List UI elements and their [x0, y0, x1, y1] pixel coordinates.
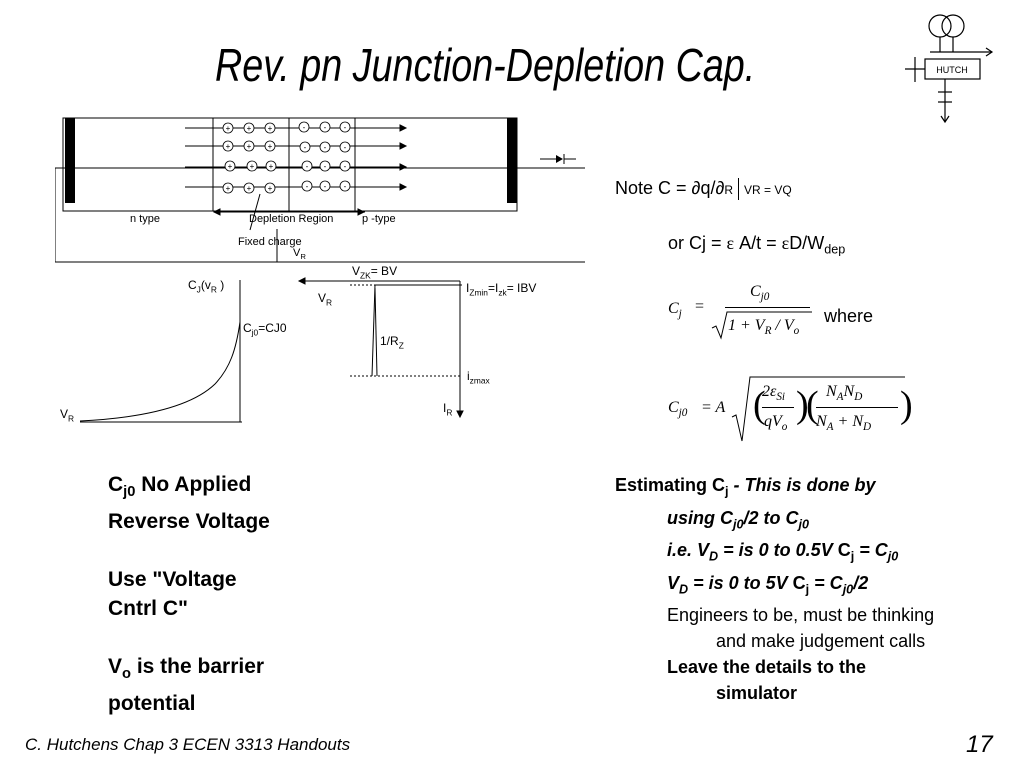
minus-charge: -	[303, 123, 306, 132]
left-line-5: Vo is the barrier	[108, 655, 265, 683]
izmax-label: izmax	[467, 369, 490, 386]
minus-charge: -	[324, 182, 327, 191]
n-type-label: n type	[130, 213, 160, 225]
minus-charge: -	[344, 123, 347, 132]
left-line-1: Cj0 No Applied	[108, 473, 252, 501]
plus-charge: +	[250, 162, 255, 171]
pn-junction-diagram: + + + + + + + + + + + + - - - - - - - - …	[55, 117, 585, 263]
zener-graph	[297, 277, 464, 419]
where-label: where	[824, 306, 874, 326]
right-line-1: Estimating Cj - This is done by	[615, 475, 876, 499]
right-notes: Estimating Cj - This is done by using Cj…	[615, 472, 1015, 706]
plus-charge: +	[228, 162, 233, 171]
formula-cj: Cj = Cj0 1 + VR / Vo	[668, 283, 828, 343]
formula-cj-eq: =	[695, 298, 705, 315]
izmin-label: IZmin=Izk= IBV	[466, 281, 537, 298]
plus-charge: +	[226, 142, 231, 151]
page-number: 17	[966, 731, 993, 758]
fixed-charge-label: Fixed charge	[238, 236, 302, 248]
left-line-3: Use "Voltage	[108, 568, 237, 592]
ir-label: IR	[443, 401, 453, 418]
right-line-8: simulator	[716, 683, 798, 704]
p-contact	[507, 118, 517, 203]
formula-cj-den: 1 + VR / Vo	[728, 317, 800, 338]
note-line-2: or Cj = ε A/t = εD/Wdep	[668, 233, 846, 257]
left-line-4: Cntrl C"	[108, 597, 188, 621]
formula-cj-lhs: Cj	[668, 300, 682, 321]
plus-charge: +	[268, 124, 273, 133]
minus-charge: -	[324, 143, 327, 152]
right-line-5: Engineers to be, must be thinking	[667, 605, 935, 626]
right-line-7: Leave the details to the	[667, 657, 867, 678]
logo-text: HUTCH	[936, 65, 968, 75]
minus-charge: -	[304, 143, 307, 152]
n-contact	[65, 118, 75, 203]
formula-cj-num: Cj0	[750, 283, 770, 304]
right-line-2: using Cj0/2 to Cj0	[667, 507, 810, 532]
minus-charge: -	[306, 182, 309, 191]
minus-charge: -	[344, 162, 347, 171]
footer-text: C. Hutchens Chap 3 ECEN 3313 Handouts	[25, 735, 351, 754]
vzk-label: VZK= BV	[352, 264, 398, 281]
zener-vr-label: VR	[318, 291, 333, 308]
hutch-logo: HUTCH	[905, 14, 994, 124]
capacitance-graph	[79, 280, 242, 423]
f1-den: qVo	[764, 413, 788, 434]
f2-den: NA + ND	[816, 413, 872, 434]
plus-charge: +	[247, 184, 252, 193]
plus-charge: +	[268, 184, 273, 193]
formula-cj0-eq: = A	[701, 399, 726, 416]
plus-charge: +	[226, 124, 231, 133]
left-line-6: potential	[108, 692, 196, 716]
minus-charge: -	[344, 182, 347, 191]
f1-num: 2εSi	[762, 383, 786, 404]
minus-charge: -	[344, 143, 347, 152]
bias-arrow-icon	[540, 154, 576, 164]
plus-charge: +	[247, 142, 252, 151]
cj0-label: Cj0=CJ0	[243, 321, 287, 338]
minus-charge: -	[324, 162, 327, 171]
minus-charge: -	[324, 123, 327, 132]
cj-axis-label: CJ(vR )	[188, 278, 225, 295]
plus-charge: +	[268, 142, 273, 151]
left-notes: Cj0 No Applied Reverse Voltage Use "Volt…	[108, 470, 328, 718]
minus-charge: -	[306, 162, 309, 171]
right-line-6: and make judgement calls	[716, 631, 926, 652]
slope-label: 1/RZ	[380, 334, 404, 351]
right-line-3: i.e. VD = is 0 to 0.5V Cj = Cj0	[667, 540, 899, 564]
depletion-region-label: Depletion Region	[249, 213, 334, 225]
plus-charge: +	[269, 162, 274, 171]
right-line-4: VD = is 0 to 5V Cj = Cj0/2	[667, 572, 869, 597]
capacitance-curve	[79, 321, 241, 422]
left-line-2: Reverse Voltage	[108, 510, 270, 534]
vr-axis-label: VR	[60, 407, 75, 424]
p-type-label: p -type	[362, 213, 396, 225]
f2-num: NAND	[826, 383, 863, 404]
formula-cj0: Cj0 = A ( 2εSi qVo ) ( NAND NA + ND )	[668, 375, 913, 443]
plus-charge: +	[226, 184, 231, 193]
vr-small-label: VR	[293, 247, 306, 262]
formula-cj0-lhs: Cj0	[668, 399, 688, 420]
plus-charge: +	[247, 124, 252, 133]
page-title: Rev. pn Junction-Depletion Cap.	[215, 39, 756, 91]
